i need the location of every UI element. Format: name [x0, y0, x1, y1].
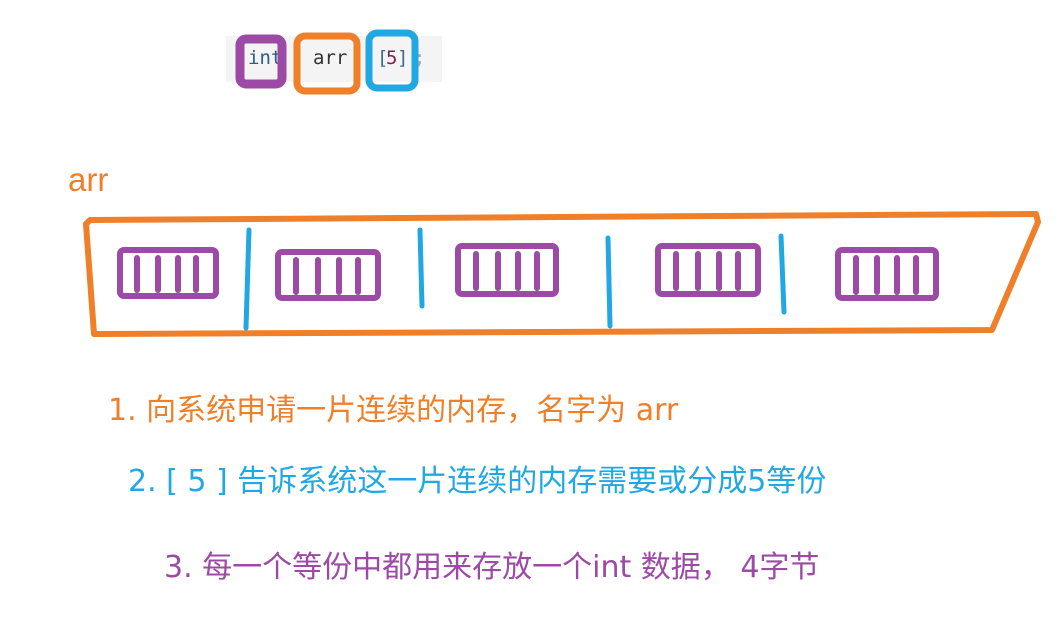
code-open-bracket: [	[377, 47, 389, 69]
note-split-into-parts: 2. [ 5 ] 告诉系统这一片连续的内存需要或分成5等份	[128, 464, 827, 499]
code-snippet-background	[226, 36, 442, 82]
int-cell-2	[275, 249, 381, 301]
partition-line-3	[605, 235, 613, 329]
int-highlight-box	[235, 34, 287, 89]
int-cell-5	[835, 247, 939, 301]
int-cell-4	[655, 243, 761, 297]
code-close-bracket: ]	[397, 47, 409, 69]
memory-block-label: arr	[68, 161, 109, 198]
size-highlight-box	[365, 29, 419, 92]
note-allocate-memory: 1. 向系统申请一片连续的内存，名字为 arr	[108, 393, 679, 428]
int-cell-3	[455, 243, 559, 297]
partition-line-1	[243, 227, 252, 331]
code-type-keyword: int	[248, 47, 283, 69]
partition-line-4	[778, 233, 787, 315]
arr-highlight-box	[293, 32, 361, 95]
int-cell-1	[117, 247, 219, 299]
note-int-per-part: 3. 每一个等份中都用来存放一个int 数据， 4字节	[164, 550, 820, 585]
code-array-size: 5	[386, 47, 398, 69]
partition-line-2	[417, 227, 425, 309]
code-identifier: arr	[313, 47, 348, 69]
memory-block-outline	[83, 211, 1041, 337]
code-semicolon: ;	[414, 47, 426, 69]
